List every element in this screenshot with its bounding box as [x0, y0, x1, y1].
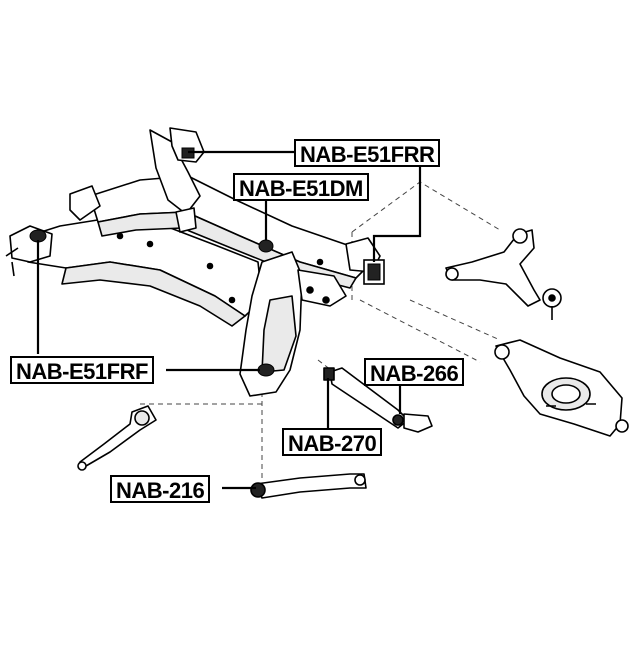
small-rod-link — [77, 405, 157, 471]
bushing-markers — [29, 147, 385, 377]
label-nab-266[interactable]: NAB-266 — [364, 358, 465, 386]
label-nab-216[interactable]: NAB-216 — [110, 475, 211, 503]
leader-e51frr-2 — [372, 166, 422, 262]
subframe — [5, 127, 381, 397]
bushing-e51dm — [258, 239, 274, 253]
leader-lines — [36, 150, 422, 490]
lower-control-arm — [494, 339, 629, 437]
label-nab-270[interactable]: NAB-270 — [282, 428, 383, 456]
label-nab-e51dm[interactable]: NAB-E51DM — [233, 173, 369, 201]
label-nab-e51frr[interactable]: NAB-E51FRR — [294, 139, 441, 167]
upper-control-arm — [445, 228, 562, 320]
toe-link-216 — [250, 473, 367, 499]
bushing-e51frf-rear — [257, 363, 275, 377]
lateral-link-266 — [329, 367, 433, 433]
label-nab-e51frf[interactable]: NAB-E51FRF — [10, 356, 154, 384]
